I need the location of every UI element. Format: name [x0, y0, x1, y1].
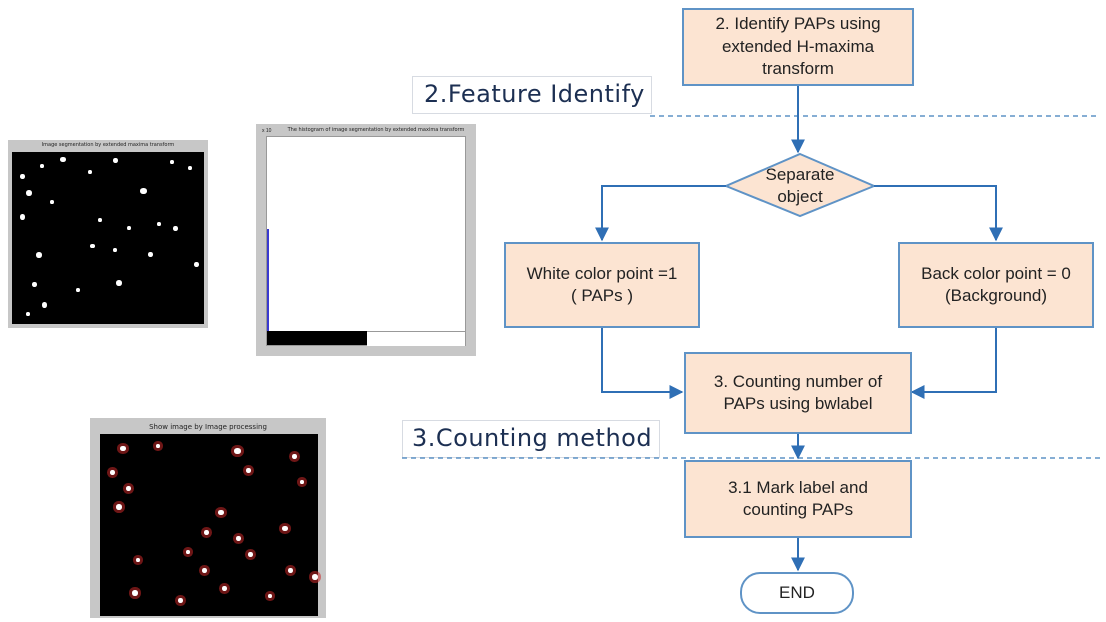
count-paps-box: 3. Counting number of PAPs using bwlabel — [684, 352, 912, 434]
identify-paps-box: 2. Identify PAPs using extended H-maxima… — [682, 8, 914, 86]
histogram-bar — [267, 229, 269, 343]
histogram-colorbar — [267, 331, 367, 345]
histogram-exponent: x 10 — [262, 128, 272, 134]
feature-section-box — [412, 76, 652, 114]
histogram-title: The histogram of image segmentation by e… — [287, 127, 465, 133]
mark-label-box: 3.1 Mark label and counting PAPs — [684, 460, 912, 538]
segmentation-image-title: Image segmentation by extended maxima tr… — [41, 142, 175, 148]
segmentation-image — [12, 152, 204, 324]
segmentation-image-panel: Image segmentation by extended maxima tr… — [8, 140, 208, 328]
arrow-back-to-count — [910, 328, 997, 399]
processed-image-title: Show image by Image processing — [149, 423, 267, 431]
processed-image-panel: Show image by Image processing — [90, 418, 326, 618]
arrow-white-to-count — [601, 328, 684, 399]
counting-section-label: 3.Counting method — [412, 424, 653, 452]
back-point-box: Back color point = 0 (Background) — [898, 242, 1094, 328]
processed-image — [100, 434, 318, 616]
decision-label: Separate object — [765, 165, 835, 207]
decision-diamond — [723, 152, 877, 218]
arrow-decision-to-back — [874, 185, 1003, 242]
end-terminal: END — [740, 572, 854, 614]
feature-section-label: 2.Feature Identify — [424, 80, 645, 108]
histogram-panel: The histogram of image segmentation by e… — [256, 124, 476, 356]
arrow-decision-to-white — [595, 185, 726, 242]
white-point-box: White color point =1 ( PAPs ) — [504, 242, 700, 328]
histogram-plot-area — [266, 136, 466, 346]
